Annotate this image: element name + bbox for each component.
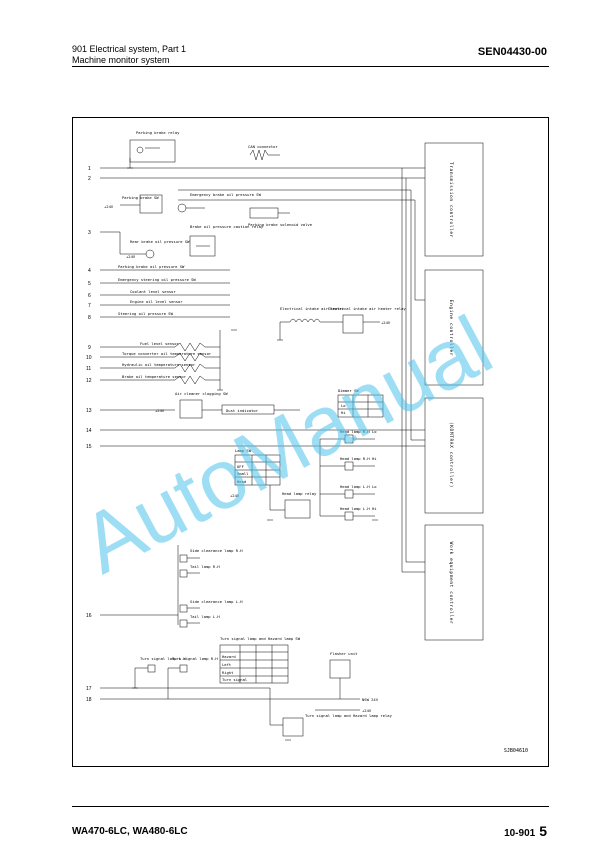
component-label: Parking brake oil pressure SW	[118, 264, 185, 269]
switch-position-label: Hi	[341, 410, 346, 415]
switch-position-label: Small	[237, 471, 248, 476]
switch-position-label: Lo	[341, 403, 346, 408]
component-label: Tail lamp R.H	[190, 564, 220, 569]
footer-models: WA470-6LC, WA480-6LC	[72, 826, 188, 837]
component-label: Engine oil level sensor	[130, 299, 183, 304]
line-number: 14	[86, 428, 92, 434]
work-equipment-controller-box	[424, 524, 484, 641]
header-rule	[72, 66, 549, 67]
component-label: Hydraulic oil temperature sensor	[122, 362, 196, 367]
voltage-label: +24V	[381, 320, 391, 325]
component-label: Parking brake SW	[122, 195, 159, 200]
line-number: 10	[86, 355, 92, 361]
transmission-controller-label: Transmission controller	[448, 162, 454, 238]
line-numbers: 1 2 3 4 5 6 7 8 9 10 11 12 13 14 15 16 1…	[86, 166, 92, 703]
component-label: Head lamp L.H Lo	[340, 484, 377, 489]
component-label: Air cleaner clogging SW	[175, 391, 228, 396]
voltage-label: +24V	[104, 204, 114, 209]
component-label: Flasher unit	[330, 651, 357, 656]
line-number: 7	[88, 303, 91, 309]
component-label: Lamp SW	[235, 448, 252, 453]
component-label: Emergency steering oil pressure SW	[118, 277, 196, 282]
component-label: Emergency brake oil pressure SW	[190, 192, 262, 197]
engine-controller-label: Engine controller	[448, 300, 454, 356]
diagram-frame	[72, 117, 549, 767]
komtrax-controller-box	[424, 397, 484, 514]
switch-position-label: Hazard	[222, 654, 236, 659]
component-label: Dust indicator	[226, 408, 259, 413]
section-title: 901 Electrical system, Part 1	[72, 44, 187, 54]
component-label: Head lamp R.H Lo	[340, 429, 377, 434]
component-label: Side clearance lamp L.H	[190, 599, 243, 604]
watermark: AutoManual	[66, 298, 506, 591]
component-label: Rear brake oil pressure SW	[130, 239, 190, 244]
switch-position-label: Turn signal	[222, 677, 247, 682]
component-label: Brake oil temperature sensor	[122, 374, 187, 379]
page-number: 5	[539, 823, 547, 839]
footer-rule	[72, 806, 549, 807]
component-label: Parking brake solenoid valve	[248, 222, 313, 227]
component-label: Turn signal lamp and Hazard lamp relay	[305, 713, 393, 718]
line-number: 4	[88, 268, 91, 274]
component-label: Dimmer SW	[338, 388, 359, 393]
component-label: Side clearance lamp R.H	[190, 548, 243, 553]
component-label: Torque converter oil temperature sensor	[122, 351, 212, 356]
component-label: Electrical intake air heater relay	[328, 306, 406, 311]
component-label: CAN connector	[248, 144, 278, 149]
komtrax-controller-label: (KOMTRAX controller)	[448, 422, 454, 488]
switch-position-label: OFF	[237, 464, 245, 469]
line-number: 12	[86, 378, 92, 384]
component-label: Steering oil pressure SW	[118, 311, 174, 316]
line-number: 18	[86, 697, 92, 703]
work-equipment-controller-label: Work equipment controller	[448, 542, 454, 625]
component-label: Parking brake relay	[136, 130, 180, 135]
component-label: Fuel level sensor	[140, 341, 180, 346]
voltage-label: +24V	[362, 708, 372, 713]
line-number: 8	[88, 315, 91, 321]
line-number: 11	[86, 366, 91, 372]
component-label: Turn signal lamp and Hazard lamp SW	[220, 636, 301, 641]
subsection-title: Machine monitor system	[72, 55, 170, 65]
component-label: Brake oil pressure caution relay	[190, 224, 264, 229]
engine-controller-box	[424, 269, 484, 386]
line-number: 1	[88, 166, 91, 172]
component-label: Head lamp relay	[282, 491, 317, 496]
doc-number: SEN04430-00	[477, 46, 547, 58]
voltage-label: +24V	[155, 408, 165, 413]
line-number: 6	[88, 293, 91, 299]
line-number: 2	[88, 176, 91, 182]
switch-position-label: Right	[222, 670, 233, 675]
page-ref: 10-901	[504, 828, 536, 839]
switch-position-label: Left	[222, 662, 231, 667]
component-label: Turn signal lamp L.H	[140, 656, 186, 661]
component-label: Coolant level sensor	[130, 289, 176, 294]
voltage-label: +24V	[126, 254, 136, 259]
component-label: Electrical intake air heater	[280, 306, 345, 311]
line-number: 3	[88, 230, 91, 236]
line-number: 16	[86, 613, 92, 619]
line-number: 15	[86, 444, 92, 450]
component-label: Head lamp L.H Hi	[340, 506, 377, 511]
switch-position-label: Head	[237, 479, 246, 484]
voltage-label: NSW 24V	[362, 697, 379, 702]
diagram-code: SJB04610	[504, 748, 528, 754]
component-label: Turn signal lamp R.H	[172, 656, 218, 661]
line-number: 9	[88, 345, 91, 351]
line-number: 13	[86, 408, 92, 414]
voltage-label: +24V	[230, 493, 240, 498]
transmission-controller-box	[424, 142, 484, 257]
component-label: Tail lamp L.H	[190, 614, 220, 619]
line-number: 5	[88, 281, 91, 287]
line-number: 17	[86, 686, 92, 692]
header-titles: 901 Electrical system, Part 1 Machine mo…	[72, 44, 186, 66]
component-label: Head lamp R.H Hi	[340, 456, 377, 461]
